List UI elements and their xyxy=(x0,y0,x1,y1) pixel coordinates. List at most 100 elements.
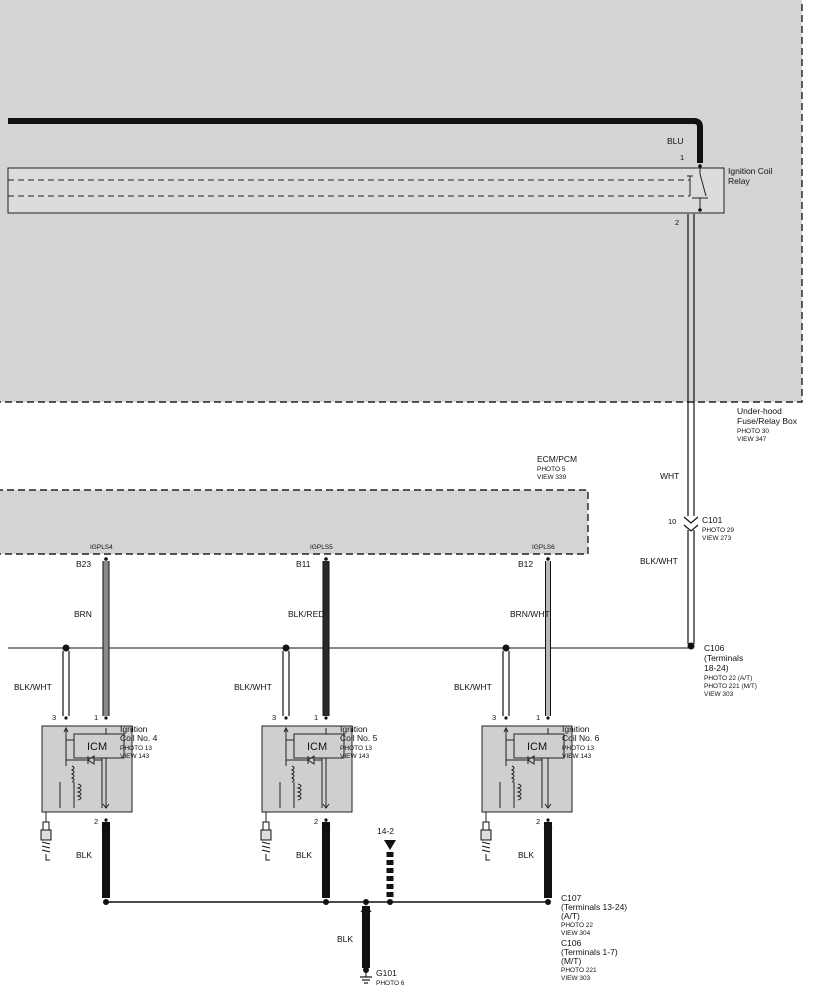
icm-label: ICM xyxy=(527,741,547,753)
pin3-label: 3 xyxy=(52,713,56,722)
spark-plug-hex xyxy=(480,829,492,841)
signal-name-label: IGPLS6 xyxy=(532,544,555,551)
ground-wire-label: BLK xyxy=(337,934,353,944)
battery-feed-wire xyxy=(8,118,703,163)
c106-top-view: VIEW 303 xyxy=(704,691,734,698)
ecm-view: VIEW 339 xyxy=(537,474,567,481)
internal-sig-down xyxy=(102,758,110,809)
g101-name: G101 xyxy=(376,968,397,978)
c106-bottom-line2: (Terminals 1-7) xyxy=(561,947,618,957)
pin1-dot xyxy=(104,716,108,720)
coil-photo: PHOTO 13 xyxy=(340,745,372,752)
c106-bottom-photo: PHOTO 221 xyxy=(561,967,597,974)
primary-winding xyxy=(510,765,515,783)
power-wire-label: BLK/WHT xyxy=(234,682,272,692)
c106-top-photo1: PHOTO 22 (A/T) xyxy=(704,675,752,682)
pin2-dot xyxy=(104,818,108,822)
pin3-label: 3 xyxy=(492,713,496,722)
fuse-box-line2: Fuse/Relay Box xyxy=(737,416,798,426)
ground-wire-label: BLK xyxy=(518,850,534,860)
coil-name-line1: Ignition xyxy=(562,724,590,734)
g101-photo: PHOTO 6 xyxy=(376,980,405,987)
c101-view: VIEW 273 xyxy=(702,535,732,542)
c106-top-name: C106 xyxy=(704,643,725,653)
pin3-dot xyxy=(504,716,508,720)
ground-wire-tip xyxy=(321,821,331,829)
icm-box xyxy=(73,733,125,759)
c106-top-photo2: PHOTO 221 (M/T) xyxy=(704,683,757,690)
pin2-label: 2 xyxy=(94,817,98,826)
power-wire-label: BLK/WHT xyxy=(14,682,52,692)
relay-title-line2: Relay xyxy=(728,176,750,186)
c107-photo: PHOTO 22 xyxy=(561,922,593,929)
coil-photo: PHOTO 13 xyxy=(120,745,152,752)
relay-output-wire-label: WHT xyxy=(660,471,679,481)
signal-name-label: IGPLS5 xyxy=(310,544,333,551)
relay-input-wire-label: BLU xyxy=(667,136,684,146)
ecm-terminal-label: B12 xyxy=(518,559,533,569)
c106-top-line3: 18-24) xyxy=(704,663,729,673)
power-splice-dot xyxy=(282,644,290,652)
signal-wire-label: BRN xyxy=(74,609,92,619)
power-wire-label: BLK/WHT xyxy=(454,682,492,692)
coil-view: VIEW 143 xyxy=(562,753,592,760)
fuse-box-view: VIEW 347 xyxy=(737,436,767,443)
core-lines xyxy=(279,782,295,808)
pin2-dot xyxy=(546,818,550,822)
signal-name-label: IGPLS4 xyxy=(90,544,113,551)
spark-plug-gap xyxy=(265,854,270,861)
c106-bottom-line3: (M/T) xyxy=(561,956,581,966)
ecm-terminal-dot xyxy=(546,557,550,561)
ecm-pcm-box xyxy=(0,489,589,555)
pin3-label: 3 xyxy=(272,713,276,722)
ground-wire-tip xyxy=(101,821,111,829)
ecm-photo: PHOTO 5 xyxy=(537,466,566,473)
ecm-terminal-dot xyxy=(104,557,108,561)
coil-photo: PHOTO 13 xyxy=(562,745,594,752)
pin2-label: 2 xyxy=(536,817,540,826)
spark-plug-top xyxy=(42,821,50,831)
icm-box xyxy=(293,733,345,759)
ground-ref-label: 14-2 xyxy=(377,826,394,836)
spark-plug-thread xyxy=(261,841,271,853)
primary-winding xyxy=(290,765,295,783)
ecm-terminal-label: B23 xyxy=(76,559,91,569)
pin3-dot xyxy=(64,716,68,720)
icm-label: ICM xyxy=(307,741,327,753)
power-splice-dot xyxy=(62,644,70,652)
coil-name-line2: Coil No. 5 xyxy=(340,733,378,743)
ecm-name: ECM/PCM xyxy=(537,454,577,464)
spark-plug-top xyxy=(262,821,270,831)
pin3-dot xyxy=(284,716,288,720)
ground-wire-tip xyxy=(543,821,553,829)
secondary-winding xyxy=(516,783,522,801)
icm-label: ICM xyxy=(87,741,107,753)
pin2-dot xyxy=(324,818,328,822)
relay-pin-2: 2 xyxy=(675,218,679,227)
coil-view: VIEW 143 xyxy=(120,753,150,760)
coil-name-line1: Ignition xyxy=(120,724,148,734)
ground-wire-label: BLK xyxy=(296,850,312,860)
reference-arrow-14-2 xyxy=(384,840,396,898)
spark-plug-thread xyxy=(41,841,51,853)
c106-top-line2: (Terminals xyxy=(704,653,743,663)
c107-name: C107 xyxy=(561,893,582,903)
power-splice-dot xyxy=(502,644,510,652)
spark-plug-gap xyxy=(485,854,490,861)
coil-name-line2: Coil No. 6 xyxy=(562,733,600,743)
primary-winding xyxy=(70,765,75,783)
ground-bus xyxy=(103,899,551,984)
signal-wire-label: BRN/WHT xyxy=(510,609,550,619)
internal-sig-down xyxy=(322,758,330,809)
c101-pin: 10 xyxy=(668,517,676,526)
pin1-label: 1 xyxy=(94,713,98,722)
fuse-box-line1: Under-hood xyxy=(737,406,782,416)
ignition-coil-relay xyxy=(7,164,725,214)
c106-bottom-name: C106 xyxy=(561,938,582,948)
core-lines xyxy=(59,782,75,808)
